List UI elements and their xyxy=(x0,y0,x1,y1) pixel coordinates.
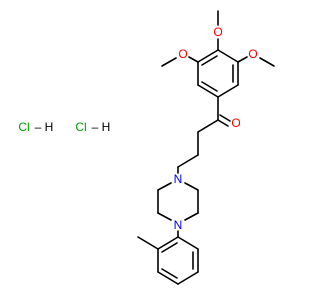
atom-n-piperazine-top: N xyxy=(174,172,183,186)
bond-tolyl-methyl xyxy=(137,236,159,250)
bond-carbonyl-o-double xyxy=(219,114,231,122)
bond-ring2-d-double xyxy=(161,268,178,279)
hydrochloride-salts-group: Cl – H Cl – H xyxy=(18,120,110,134)
bond-methoxy-right-o xyxy=(237,56,248,63)
bond-chain-1 xyxy=(197,119,219,133)
atom-h: H xyxy=(102,120,111,134)
bond-piperazine-c xyxy=(184,212,199,221)
atom-o-methoxy-right: O xyxy=(248,47,257,61)
bond-ring2-d xyxy=(157,271,179,285)
bond-carbonyl-o xyxy=(217,119,229,127)
bond-piperazine-f xyxy=(157,182,172,191)
hcl-salt: Cl – H xyxy=(18,120,53,134)
bond-ring2-f-double xyxy=(161,242,178,253)
bond-ring1-f-double xyxy=(201,55,218,66)
bond-ring2-a xyxy=(177,236,199,250)
atom-o-carbonyl: O xyxy=(231,116,240,130)
atom-labels-group: O O O O N N xyxy=(174,25,258,232)
bond-methoxy-left-o xyxy=(188,56,199,63)
bond-piperazine-a xyxy=(184,182,199,191)
bond-dash: – xyxy=(92,120,99,134)
atom-o-methoxy-top: O xyxy=(213,25,222,39)
bond-ring1-c xyxy=(217,84,239,98)
atom-o-methoxy-left: O xyxy=(178,47,187,61)
bond-dash: – xyxy=(35,120,42,134)
canvas-background xyxy=(0,0,300,300)
atom-n-piperazine-bottom: N xyxy=(174,218,183,232)
bond-ring1-d-double xyxy=(201,81,218,92)
hcl-salt: Cl – H xyxy=(75,120,110,134)
atom-cl: Cl xyxy=(75,120,86,134)
atom-h: H xyxy=(45,120,54,134)
bond-methoxy-left-me xyxy=(161,57,177,67)
bond-ring1-a xyxy=(217,49,239,63)
bonds-group xyxy=(137,10,275,285)
bond-chain-3 xyxy=(177,154,199,168)
molecule-structure-diagram: O O O O N N Cl – H Cl – H xyxy=(0,0,300,300)
atom-cl: Cl xyxy=(18,120,29,134)
bond-ring2-f xyxy=(157,236,179,250)
bond-ring1-f xyxy=(197,49,219,63)
bond-ring2-c xyxy=(177,271,199,285)
bond-methoxy-right-me xyxy=(259,57,275,67)
bond-piperazine-d xyxy=(157,212,172,221)
bond-ring1-d xyxy=(197,84,219,98)
